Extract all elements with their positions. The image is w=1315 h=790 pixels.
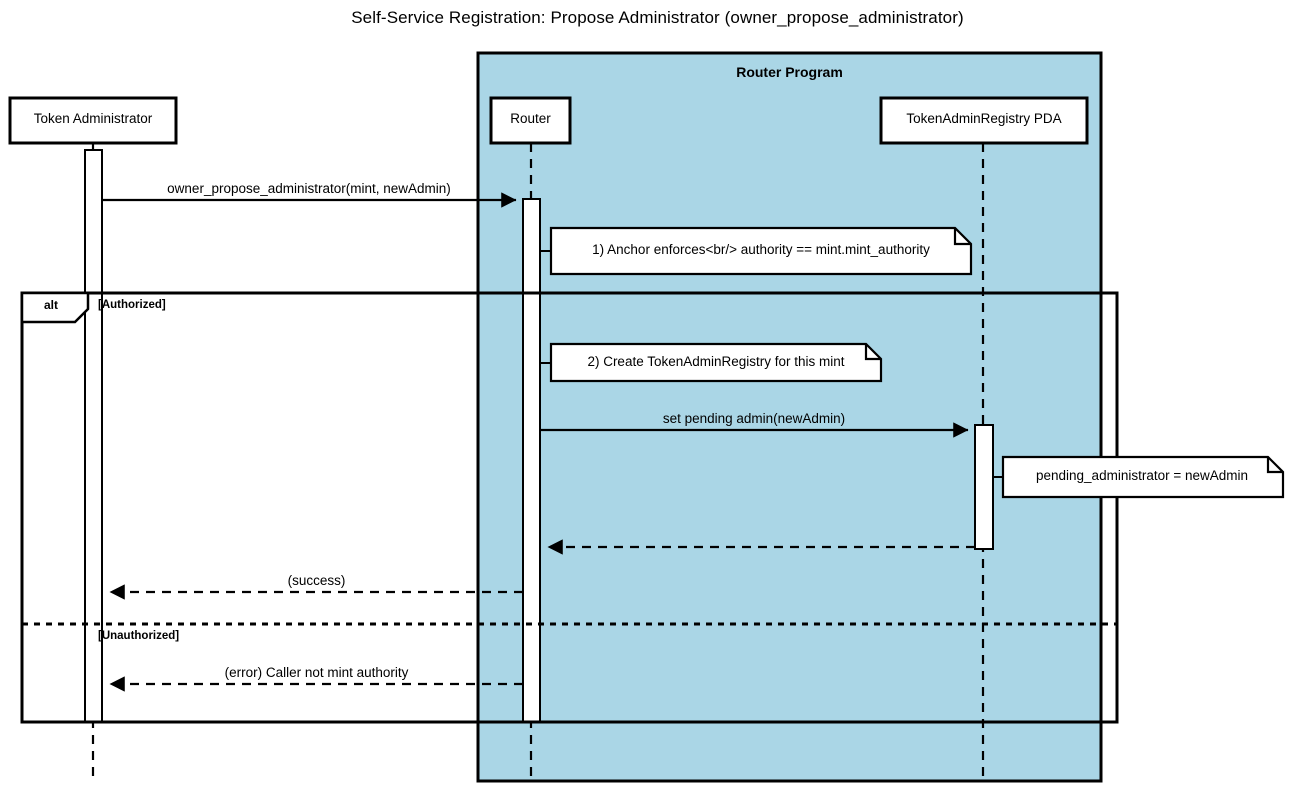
participant-box-router[interactable] [489,96,572,145]
participant-box-token-administrator[interactable] [8,96,178,145]
fragment-alt [20,291,1119,724]
fragment-operator-label: alt [43,298,58,312]
grouping-box-title: Router Program [736,64,843,80]
fragment-operator-tag [20,291,90,324]
message-label-error-not-mint-authority: (error) Caller not mint authority [224,665,409,680]
grouping-box-router-program [476,51,1103,783]
fragment-guard-unauthorized: [Unauthorized] [98,630,180,642]
note-label-anchor-enforces: 1) Anchor enforces<br/> authority == min… [592,242,930,257]
page-title: Self-Service Registration: Propose Admin… [351,8,964,27]
participant-label-token-administrator: Token Administrator [33,111,153,126]
note-label-create-registry: 2) Create TokenAdminRegistry for this mi… [587,354,845,369]
activation-bar-router [522,198,541,723]
note-create-registry [540,342,883,383]
note-label-pending-administrator: pending_administrator = newAdmin [1036,468,1248,483]
participant-box-token-admin-registry-pda[interactable] [879,96,1089,145]
participant-label-router: Router [510,111,551,126]
message-label-set-pending-admin: set pending admin(newAdmin) [662,411,846,426]
note-anchor-enforces [540,226,973,276]
message-label-success: (success) [287,573,346,588]
message-label-owner-propose-administrator: owner_propose_administrator(mint, newAdm… [167,181,451,196]
participant-label-token-admin-registry-pda: TokenAdminRegistry PDA [906,111,1062,126]
activation-bar-token-admin-registry-pda [974,424,994,550]
fragment-guard-authorized: [Authorized] [98,299,166,311]
note-pending-administrator [993,455,1285,499]
